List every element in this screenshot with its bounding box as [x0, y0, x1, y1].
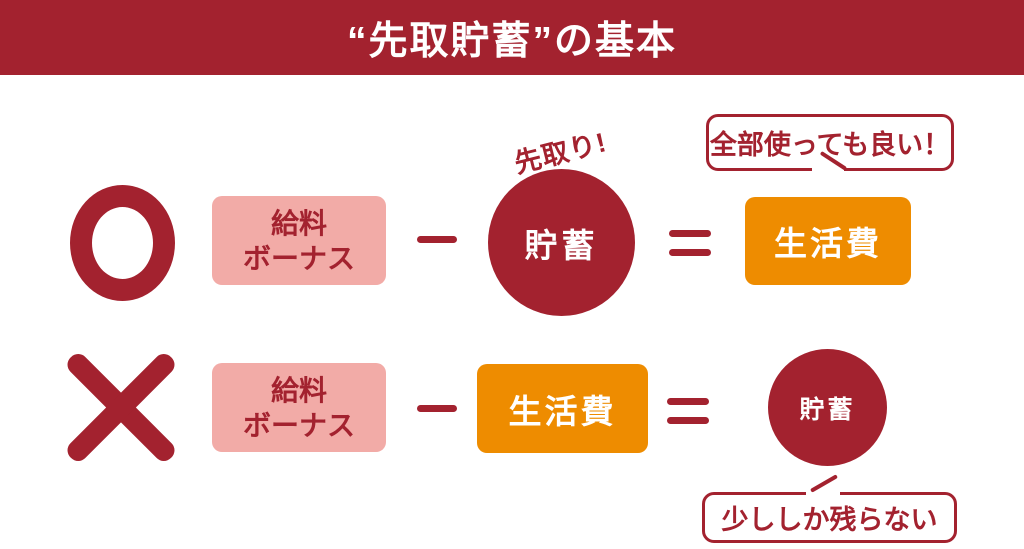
income-label-line1: 給料 [270, 374, 327, 406]
minus-operator-good: − [417, 236, 457, 243]
bubble-tail-gap-good [812, 167, 844, 172]
speech-bubble-bad: 少ししか残らない [702, 492, 957, 543]
savings-label-bad: 貯蓄 [799, 395, 856, 424]
bubble-text-good: 全部使っても良い！ [709, 130, 951, 160]
ok-circle-icon [70, 185, 175, 301]
expense-box-bad: 生活費 [477, 364, 648, 453]
income-label-line2: ボーナス [242, 242, 355, 274]
minus-operator-bad: − [417, 405, 457, 412]
bubble-tail-gap-bad [806, 491, 840, 496]
title-bar: “先取貯蓄”の基本 [0, 0, 1024, 75]
bubble-tail-stroke-bad [810, 474, 838, 493]
minus-symbol-bad: − [417, 405, 418, 406]
equals-operator-bad: = [667, 398, 709, 424]
expense-label-bad: 生活費 [508, 392, 617, 430]
expense-box-good: 生活費 [745, 197, 911, 285]
income-label-line1: 給料 [270, 207, 327, 239]
income-box-bad: 給料 ボーナス [212, 363, 386, 452]
income-box-good: 給料 ボーナス [212, 196, 386, 285]
speech-bubble-good: 全部使っても良い！ [706, 114, 954, 171]
expense-label-good: 生活費 [774, 225, 882, 262]
minus-symbol-good: − [417, 236, 418, 237]
equals-operator-good: = [669, 230, 711, 256]
page-title: “先取貯蓄”の基本 [346, 19, 677, 63]
savings-circle-bad: 貯蓄 [768, 349, 887, 466]
savings-label-good: 貯蓄 [524, 226, 599, 264]
income-label-line2: ボーナス [242, 409, 355, 441]
ng-cross-icon [63, 349, 179, 466]
bubble-text-bad: 少ししか残らない [721, 505, 938, 535]
savings-circle-good: 貯蓄 [488, 169, 635, 316]
